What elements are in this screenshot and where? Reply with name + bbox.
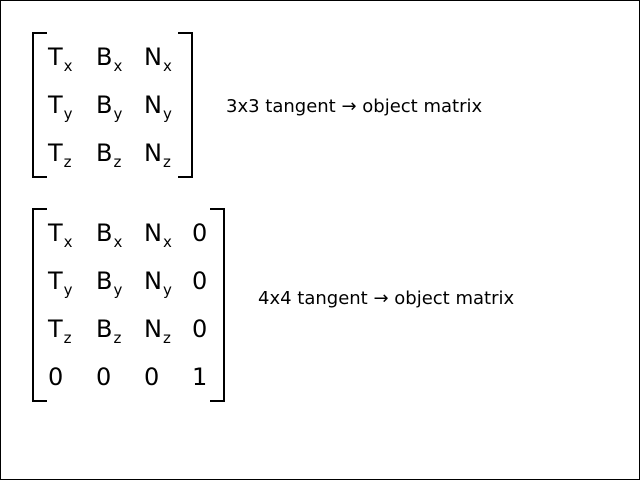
cell-base: N — [144, 219, 162, 247]
matrix4-cell-r2-c3: Ny — [144, 267, 172, 299]
cell-subscript: x — [162, 233, 172, 251]
cell-subscript: z — [162, 329, 171, 347]
matrix4-caption: 4x4 tangent → object matrix — [258, 288, 515, 309]
cell-subscript: z — [63, 329, 72, 347]
cell-base: B — [96, 219, 113, 247]
matrix4-cell-r3-c3: Nz — [144, 315, 171, 347]
cell-subscript: z — [162, 153, 171, 171]
matrix4-cell-r4-c2: 0 — [96, 365, 111, 389]
matrix4-cell-r1-c4: 0 — [192, 221, 207, 245]
matrix4-left-bracket — [32, 208, 47, 402]
matrix3-cell-r3-c2: Bz — [96, 139, 122, 171]
matrix4-cell-r2-c1: Ty — [48, 267, 73, 299]
cell-base: N — [144, 315, 162, 343]
matrix4-cell-r1-c3: Nx — [144, 219, 172, 251]
cell-base: B — [96, 139, 113, 167]
matrix4-cell-r3-c1: Tz — [48, 315, 72, 347]
cell-base: N — [144, 139, 162, 167]
cell-subscript: x — [113, 233, 123, 251]
cell-base: N — [144, 91, 162, 119]
matrix4-cell-r3-c2: Bz — [96, 315, 122, 347]
matrix3-cell-r3-c1: Tz — [48, 139, 72, 171]
cell-base: 0 — [192, 267, 208, 295]
matrix4-cell-r2-c2: By — [96, 267, 123, 299]
cell-base: 1 — [192, 363, 208, 391]
cell-subscript: z — [113, 329, 122, 347]
cell-subscript: z — [113, 153, 122, 171]
matrix4-cell-r2-c4: 0 — [192, 269, 207, 293]
cell-subscript: y — [63, 105, 73, 123]
cell-base: N — [144, 267, 162, 295]
matrix4-right-bracket — [210, 208, 225, 402]
matrix3-caption: 3x3 tangent → object matrix — [226, 96, 483, 117]
matrix3-cell-r1-c1: Tx — [48, 43, 73, 75]
matrix3-right-bracket — [178, 32, 193, 178]
cell-subscript: x — [63, 233, 73, 251]
cell-base: B — [96, 91, 113, 119]
cell-subscript: y — [113, 281, 123, 299]
cell-base: 0 — [96, 363, 112, 391]
matrix4-cell-r3-c4: 0 — [192, 317, 207, 341]
matrix4-cell-r1-c2: Bx — [96, 219, 123, 251]
matrix3-cell-r3-c3: Nz — [144, 139, 171, 171]
matrix3-cell-r2-c3: Ny — [144, 91, 172, 123]
cell-base: 0 — [192, 315, 208, 343]
cell-subscript: x — [162, 57, 172, 75]
cell-subscript: x — [113, 57, 123, 75]
matrix3-cell-r1-c3: Nx — [144, 43, 172, 75]
cell-subscript: y — [162, 105, 172, 123]
cell-base: T — [48, 43, 63, 71]
cell-base: T — [48, 219, 63, 247]
cell-base: T — [48, 315, 63, 343]
cell-base: T — [48, 267, 63, 295]
cell-base: T — [48, 139, 63, 167]
matrix4-cell-r4-c4: 1 — [192, 365, 207, 389]
cell-base: 0 — [192, 219, 208, 247]
cell-base: 0 — [144, 363, 160, 391]
cell-base: 0 — [48, 363, 64, 391]
cell-subscript: x — [63, 57, 73, 75]
matrix3-cell-r2-c1: Ty — [48, 91, 73, 123]
matrix4-cell-r4-c3: 0 — [144, 365, 159, 389]
cell-subscript: y — [63, 281, 73, 299]
cell-subscript: y — [162, 281, 172, 299]
cell-base: B — [96, 267, 113, 295]
cell-base: B — [96, 315, 113, 343]
matrix4-cell-r4-c1: 0 — [48, 365, 63, 389]
cell-base: T — [48, 91, 63, 119]
matrix3-cell-r1-c2: Bx — [96, 43, 123, 75]
cell-subscript: z — [63, 153, 72, 171]
cell-subscript: y — [113, 105, 123, 123]
cell-base: B — [96, 43, 113, 71]
matrix3-left-bracket — [32, 32, 47, 178]
matrix4-cell-r1-c1: Tx — [48, 219, 73, 251]
matrix3-cell-r2-c2: By — [96, 91, 123, 123]
cell-base: N — [144, 43, 162, 71]
